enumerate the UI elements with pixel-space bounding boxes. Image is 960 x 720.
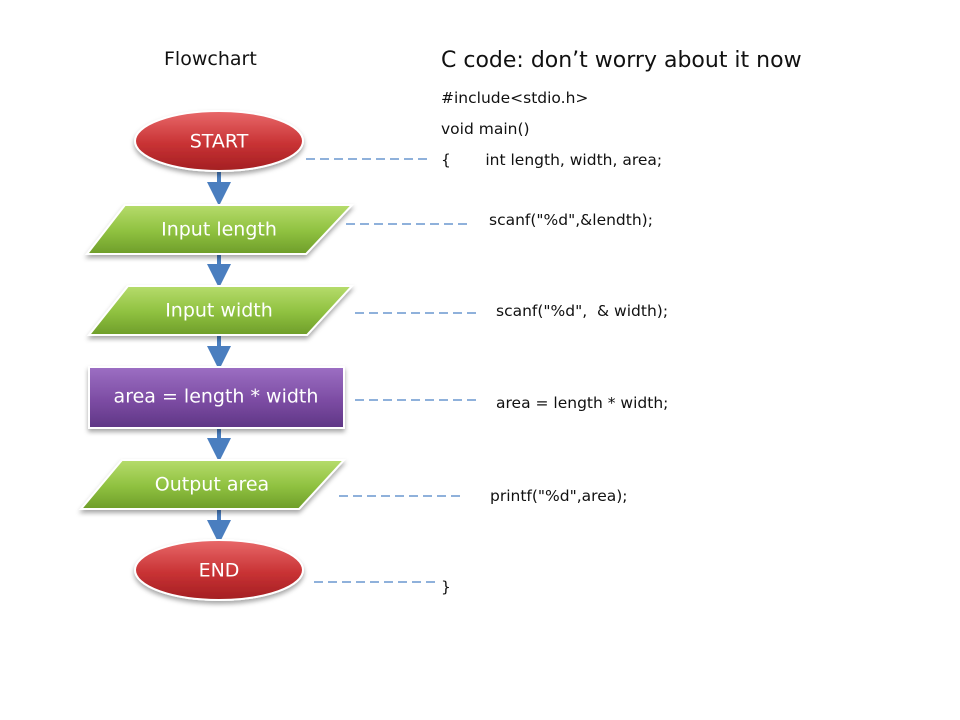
input-length-label: Input length [161,219,277,241]
code-line-area: area = length * width; [496,394,669,412]
code-line-printf: printf("%d",area); [490,487,628,505]
dashed-connectors [306,158,481,583]
code-line-closing-brace: } [441,578,451,596]
end-node [134,539,304,601]
output-area-label: Output area [155,474,269,496]
code-line-scanf-length: scanf("%d",&lendth); [489,211,653,229]
flowchart-title: Flowchart [164,48,257,70]
code-line-main: void main() [441,120,530,138]
process-label: area = length * width [114,386,319,408]
code-line-include: #include<stdio.h> [441,89,589,107]
output-area-node [78,459,347,510]
input-length-node [84,204,355,255]
code-line-scanf-width: scanf("%d", & width); [496,302,669,320]
start-label: START [190,131,249,153]
code-title: C code: don’t worry about it now [441,48,802,73]
start-node [134,110,304,172]
input-width-label: Input width [165,300,273,322]
end-label: END [199,560,240,582]
code-line-declarations: { int length, width, area; [441,151,663,169]
input-width-node [86,285,355,336]
process-node [88,366,345,429]
